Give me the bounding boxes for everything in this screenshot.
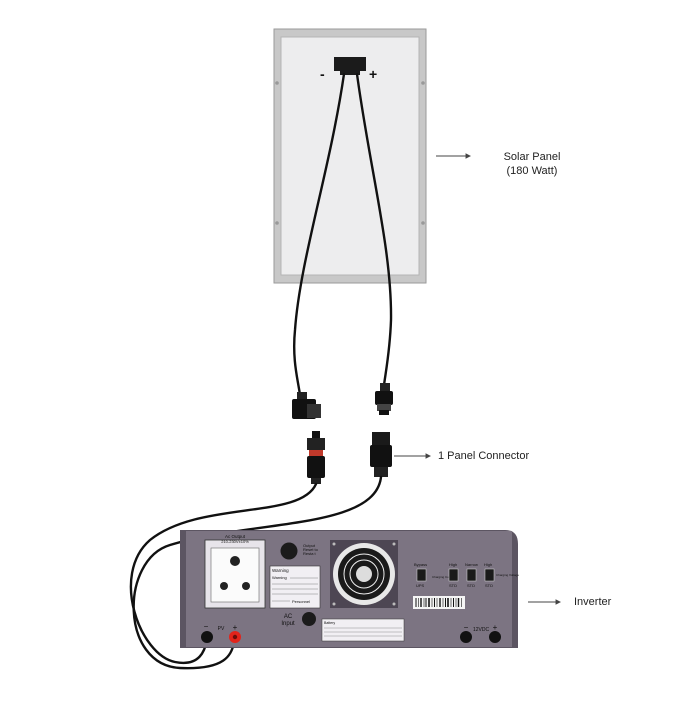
pv-cables [129, 475, 383, 670]
socket-earth-pin [230, 556, 240, 566]
ups-label: UPS [416, 583, 425, 588]
solar-panel-title: Solar Panel [503, 151, 561, 163]
pv-positive-terminal-hole [232, 634, 238, 640]
dc-negative-sign: − [464, 623, 469, 632]
warning-text: Warning [272, 575, 287, 580]
narrow-std-switch[interactable] [466, 568, 477, 582]
fan-hub [356, 566, 372, 582]
dc-label: 12VDC [473, 627, 490, 633]
inverter-label: Inverter [574, 596, 612, 608]
std-label-2: STD [467, 583, 475, 588]
mc4-neck [297, 392, 307, 400]
pv-negative-cable [129, 482, 318, 665]
socket-pin [242, 582, 250, 590]
output-reset-button[interactable] [280, 542, 298, 560]
charging-current-switch[interactable] [448, 568, 459, 582]
mc4-ring [309, 450, 323, 456]
inverter-side-connectors [307, 431, 392, 484]
fan-screw [332, 542, 336, 546]
mount-hole [275, 221, 279, 225]
inverter: Ac Output 210-230V±10% Output Reset to R… [180, 530, 519, 648]
barcode-bars [415, 598, 462, 607]
fan-grill-ring [343, 553, 385, 595]
solar-panel-label: Solar Panel (180 Watt) [492, 150, 572, 178]
mc4-latch [307, 404, 321, 418]
mount-hole [421, 81, 425, 85]
charging-voltage-switch[interactable] [484, 568, 495, 582]
high-label-2: High [484, 562, 492, 567]
mc4-pin [312, 431, 320, 439]
arrow-head [555, 599, 562, 605]
panel-cables [292, 72, 393, 397]
socket-pin [220, 582, 228, 590]
pv-positive-cable [132, 475, 383, 670]
output-reset-line3: Resta t [303, 551, 317, 556]
ac-input-line2: Input [281, 621, 295, 627]
pv-label: PV [218, 626, 225, 632]
fan-screw [332, 602, 336, 606]
panel-positive-cable [355, 72, 393, 387]
solar-panel-face [280, 36, 420, 276]
pv-positive-sign: + [233, 623, 238, 632]
ac-output-title: Ac Output [225, 534, 246, 539]
fan-screw [392, 602, 396, 606]
mc4-pin [379, 410, 389, 415]
fan-grill-ring [349, 559, 379, 589]
high-label-1: High [449, 562, 457, 567]
dc-negative-terminal[interactable] [460, 631, 472, 643]
charging-current-label: Charging Current [432, 575, 455, 579]
ac-output-spec: 210-230V±10% [221, 539, 249, 544]
solar-panel: - + [273, 28, 427, 284]
bypass-ups-switch[interactable] [416, 568, 427, 582]
narrow-label: Narrow [465, 562, 478, 567]
mc4-tip [377, 404, 391, 411]
mc4-tail [374, 467, 388, 477]
dc-positive-sign: + [493, 623, 498, 632]
personnel-text: Personnel [292, 599, 310, 604]
std-label-3: STD [485, 583, 493, 588]
panel-side-connectors [292, 383, 393, 419]
std-label-1: STD [449, 583, 457, 588]
output-reset-line2: Reset to [303, 547, 319, 552]
fan-screw [392, 542, 396, 546]
mc4-tail [311, 478, 321, 484]
connector-label: 1 Panel Connector [438, 450, 530, 462]
mc4-body [307, 438, 325, 450]
bypass-label: Bypass [414, 562, 427, 567]
battery-label [321, 618, 405, 642]
mc4-latch [372, 432, 390, 446]
warning-title: Warning [272, 568, 289, 573]
panel-positive-sign: + [369, 66, 377, 82]
junction-box [334, 57, 366, 71]
mount-hole [275, 81, 279, 85]
battery-text: Battery [324, 621, 335, 625]
arrow-head [425, 453, 432, 459]
ac-input-port[interactable] [302, 612, 316, 626]
ac-input-line1: AC [284, 614, 293, 620]
charging-voltage-label: Charging Voltage [496, 573, 519, 577]
pointer-arrows [394, 153, 562, 605]
mc4-neck [380, 383, 390, 391]
mc4-male-connector [307, 456, 325, 478]
panel-negative-sign: - [320, 66, 325, 82]
mount-hole [421, 221, 425, 225]
mc4-female-connector [370, 445, 392, 467]
mc4-male-connector [375, 391, 393, 405]
output-reset-line1: Output [303, 543, 316, 548]
junction-box-base [340, 70, 360, 75]
arrow-head [465, 153, 472, 159]
panel-negative-cable [292, 72, 346, 397]
pv-negative-sign: − [204, 622, 209, 631]
pv-negative-terminal[interactable] [201, 631, 213, 643]
dc-positive-terminal[interactable] [489, 631, 501, 643]
solar-panel-wattage: (180 Watt) [506, 165, 558, 177]
